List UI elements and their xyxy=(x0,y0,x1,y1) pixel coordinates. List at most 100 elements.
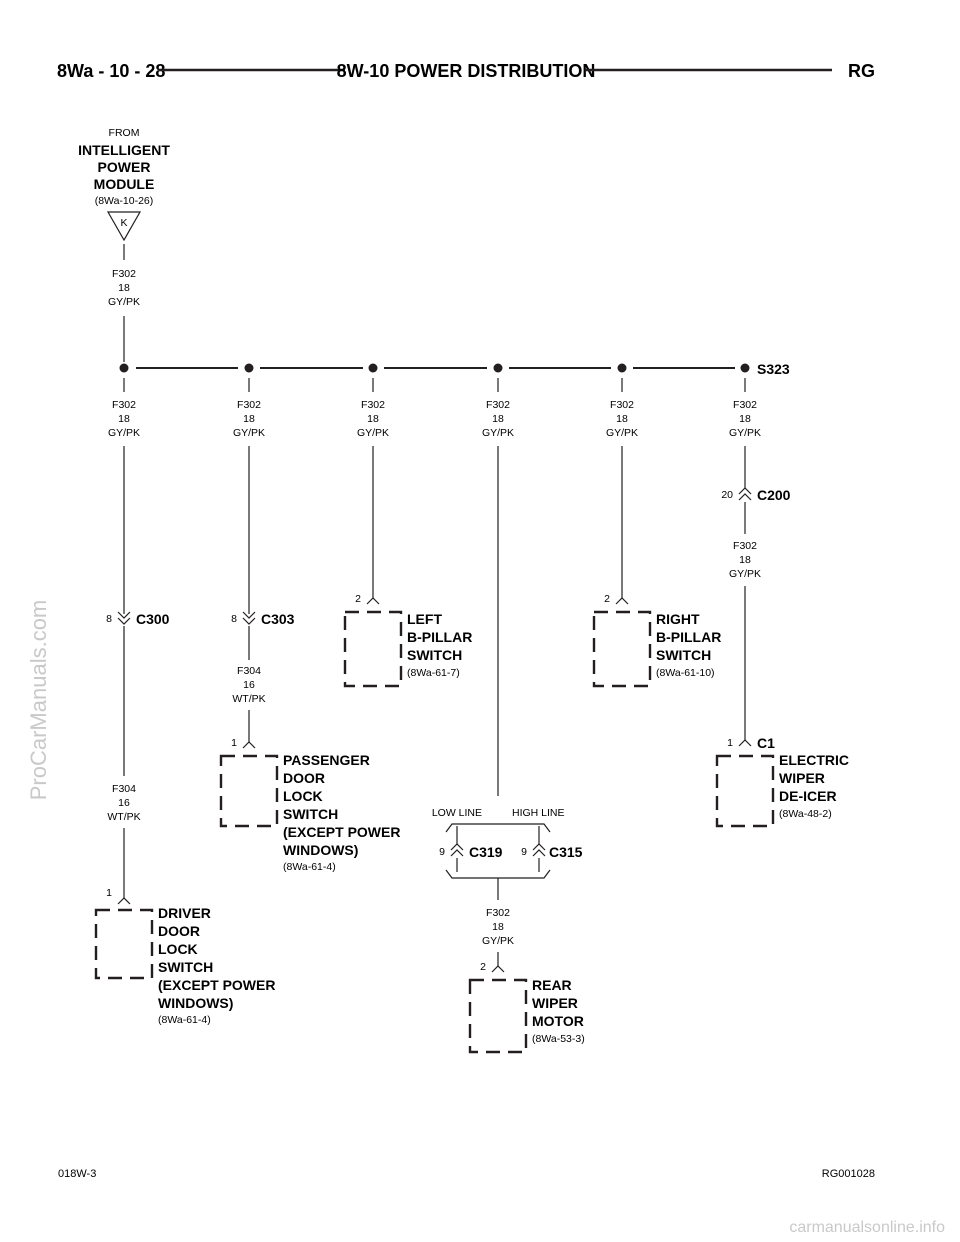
wire-label-f304-passenger: F304 16 WT/PK xyxy=(232,665,265,705)
wire-label-source: F302 18 GY/PK xyxy=(108,268,140,308)
svg-text:F304: F304 xyxy=(112,783,136,795)
branch-drops xyxy=(123,378,746,392)
svg-text:18: 18 xyxy=(243,413,255,425)
svg-text:PASSENGER: PASSENGER xyxy=(283,752,370,768)
right-bpillar-switch: 2 RIGHT B-PILLAR SWITCH (8Wa-61-10) xyxy=(592,593,721,688)
svg-text:GY/PK: GY/PK xyxy=(233,427,265,439)
svg-text:(8Wa-53-3): (8Wa-53-3) xyxy=(532,1033,585,1045)
svg-text:C200: C200 xyxy=(757,487,791,503)
svg-text:RIGHT: RIGHT xyxy=(656,611,700,627)
splice-dot xyxy=(244,363,254,373)
connector-c300: 8 C300 xyxy=(106,611,170,627)
svg-text:C319: C319 xyxy=(469,844,503,860)
svg-text:2: 2 xyxy=(604,593,610,605)
svg-text:F302: F302 xyxy=(112,399,136,411)
wire-label-branch-6-lower: F302 18 GY/PK xyxy=(729,540,761,580)
svg-text:SWITCH: SWITCH xyxy=(158,959,213,975)
svg-text:9: 9 xyxy=(439,846,445,858)
page-title: 8W-10 POWER DISTRIBUTION xyxy=(337,61,596,81)
svg-text:F302: F302 xyxy=(610,399,634,411)
svg-text:SWITCH: SWITCH xyxy=(656,647,711,663)
svg-text:1: 1 xyxy=(106,887,112,899)
svg-text:(EXCEPT POWER: (EXCEPT POWER xyxy=(158,977,275,993)
svg-text:REAR: REAR xyxy=(532,977,572,993)
svg-text:WINDOWS): WINDOWS) xyxy=(283,842,358,858)
svg-text:9: 9 xyxy=(521,846,527,858)
passenger-door-lock-switch: 1 PASSENGER DOOR LOCK SWITCH (EXCEPT POW… xyxy=(219,737,400,873)
svg-text:GY/PK: GY/PK xyxy=(482,935,514,947)
svg-text:C1: C1 xyxy=(757,735,775,751)
splice-dot xyxy=(617,363,627,373)
source-connector-triangle xyxy=(106,211,142,242)
page-header: 8Wa - 10 - 28 8W-10 POWER DISTRIBUTION R… xyxy=(57,61,875,81)
svg-text:ELECTRIC: ELECTRIC xyxy=(779,752,849,768)
svg-text:(EXCEPT POWER: (EXCEPT POWER xyxy=(283,824,400,840)
driver-door-lock-switch: 1 DRIVER DOOR LOCK SWITCH (EXCEPT POWER … xyxy=(94,887,275,1026)
svg-text:WIPER: WIPER xyxy=(779,770,825,786)
svg-text:18: 18 xyxy=(118,413,130,425)
splice-dot xyxy=(493,363,503,373)
svg-text:F302: F302 xyxy=(733,540,757,552)
source-from: FROM xyxy=(109,127,140,139)
svg-text:MOTOR: MOTOR xyxy=(532,1013,584,1029)
svg-text:WT/PK: WT/PK xyxy=(232,693,265,705)
source-connector-label: K xyxy=(120,217,127,229)
source-ipm: FROM INTELLIGENT POWER MODULE (8Wa-10-26… xyxy=(78,127,170,242)
svg-text:F302: F302 xyxy=(733,399,757,411)
svg-text:(8Wa-61-7): (8Wa-61-7) xyxy=(407,667,460,679)
svg-text:(8Wa-61-4): (8Wa-61-4) xyxy=(158,1014,211,1026)
svg-text:LEFT: LEFT xyxy=(407,611,442,627)
svg-text:18: 18 xyxy=(492,921,504,933)
page-number: 8Wa - 10 - 28 xyxy=(57,61,165,81)
footer-right: RG001028 xyxy=(822,1168,875,1180)
svg-text:F302: F302 xyxy=(486,907,510,919)
connector-c303: 8 C303 xyxy=(231,611,295,627)
svg-text:20: 20 xyxy=(721,489,733,501)
svg-text:8: 8 xyxy=(106,613,112,625)
wire-label-f304-driver: F304 16 WT/PK xyxy=(107,783,140,823)
splice-dot xyxy=(368,363,378,373)
connector-c315: 9 C315 xyxy=(521,843,583,860)
svg-text:18: 18 xyxy=(739,554,751,566)
svg-text:16: 16 xyxy=(243,679,255,691)
svg-text:16: 16 xyxy=(118,797,130,809)
svg-text:GY/PK: GY/PK xyxy=(729,568,761,580)
svg-text:2: 2 xyxy=(355,593,361,605)
svg-text:F304: F304 xyxy=(237,665,261,677)
connector-c200: 20 C200 xyxy=(721,487,790,503)
svg-text:GY/PK: GY/PK xyxy=(729,427,761,439)
svg-text:1: 1 xyxy=(231,737,237,749)
svg-text:F302: F302 xyxy=(112,268,136,280)
svg-text:18: 18 xyxy=(118,282,130,294)
svg-text:(8Wa-61-4): (8Wa-61-4) xyxy=(283,861,336,873)
svg-text:HIGH LINE: HIGH LINE xyxy=(512,807,565,819)
svg-text:B-PILLAR: B-PILLAR xyxy=(656,629,721,645)
svg-text:C303: C303 xyxy=(261,611,295,627)
wire-label-branch-1: F302 18 GY/PK xyxy=(108,399,140,439)
svg-text:18: 18 xyxy=(367,413,379,425)
svg-text:C315: C315 xyxy=(549,844,583,860)
svg-text:LOW LINE: LOW LINE xyxy=(432,807,482,819)
svg-text:B-PILLAR: B-PILLAR xyxy=(407,629,472,645)
svg-text:WIPER: WIPER xyxy=(532,995,578,1011)
svg-text:GY/PK: GY/PK xyxy=(108,296,140,308)
svg-text:DOOR: DOOR xyxy=(158,923,200,939)
rear-wiper-motor: 2 REAR WIPER MOTOR (8Wa-53-3) xyxy=(468,961,585,1054)
bottom-watermark: carmanualsonline.info xyxy=(789,1219,945,1236)
svg-text:GY/PK: GY/PK xyxy=(357,427,389,439)
source-line2: POWER xyxy=(98,159,151,175)
svg-text:C300: C300 xyxy=(136,611,170,627)
svg-text:WINDOWS): WINDOWS) xyxy=(158,995,233,1011)
svg-text:18: 18 xyxy=(492,413,504,425)
svg-text:LOCK: LOCK xyxy=(158,941,198,957)
splice-dot xyxy=(740,363,750,373)
wire-label-branch-3: F302 18 GY/PK xyxy=(357,399,389,439)
svg-text:DE-ICER: DE-ICER xyxy=(779,788,837,804)
svg-text:2: 2 xyxy=(480,961,486,973)
svg-text:1: 1 xyxy=(727,737,733,749)
svg-text:WT/PK: WT/PK xyxy=(107,811,140,823)
svg-text:F302: F302 xyxy=(237,399,261,411)
electric-wiper-deicer: 1 C1 ELECTRIC WIPER DE-ICER (8Wa-48-2) xyxy=(715,735,849,828)
svg-text:(8Wa-61-10): (8Wa-61-10) xyxy=(656,667,715,679)
svg-text:F302: F302 xyxy=(486,399,510,411)
